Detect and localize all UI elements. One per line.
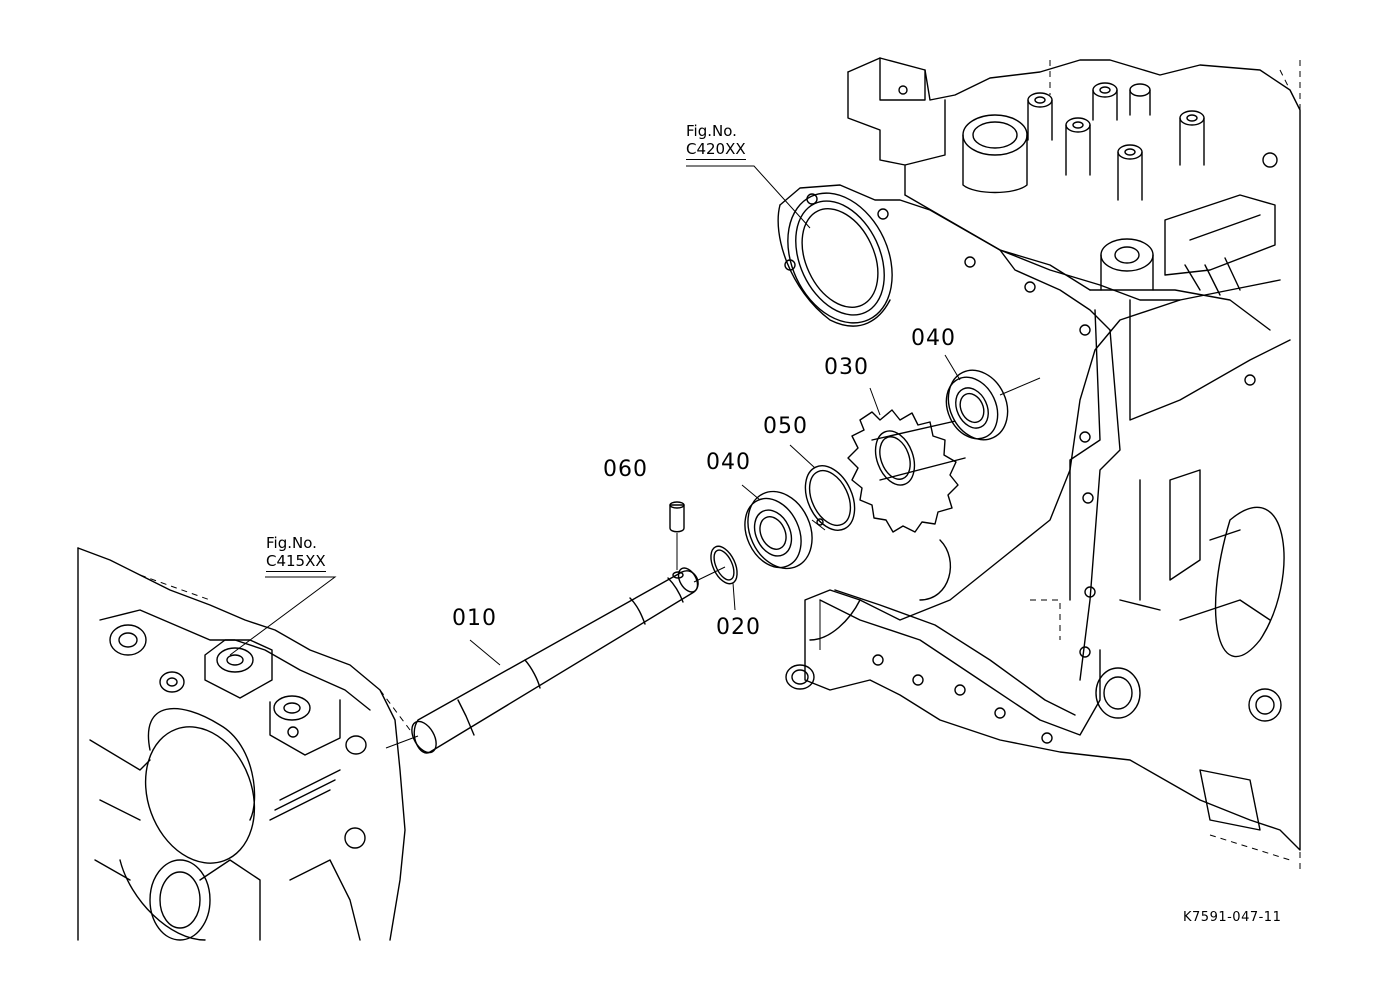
shaft-010	[385, 566, 726, 754]
drawing-code: K7591-047-11	[1183, 910, 1282, 925]
bearing-040-left	[744, 490, 813, 570]
bearing-040-right	[945, 369, 1041, 441]
part-label-010: 010	[452, 606, 497, 631]
transmission-case-right	[777, 57, 1301, 870]
transmission-case-left	[77, 547, 411, 941]
figure-ref-label: Fig.No.	[686, 122, 737, 140]
figure-ref-number: C420XX	[686, 140, 746, 160]
pin-060	[669, 501, 685, 570]
part-label-030: 030	[824, 355, 869, 380]
gear-030	[847, 409, 966, 533]
part-label-060: 060	[603, 457, 648, 482]
figure-ref-c415xx: Fig.No. C415XX	[266, 534, 326, 572]
part-label-020: 020	[716, 615, 761, 640]
figure-ref-label: Fig.No.	[266, 534, 317, 552]
figure-ref-c420xx: Fig.No. C420XX	[686, 122, 746, 160]
figure-ref-number: C415XX	[266, 552, 326, 572]
part-label-050: 050	[763, 414, 808, 439]
part-label-040-left: 040	[706, 450, 751, 475]
part-label-040-right: 040	[911, 326, 956, 351]
leader-lines	[229, 165, 961, 666]
snap-ring-050	[804, 465, 856, 531]
snap-ring-020	[710, 545, 738, 585]
